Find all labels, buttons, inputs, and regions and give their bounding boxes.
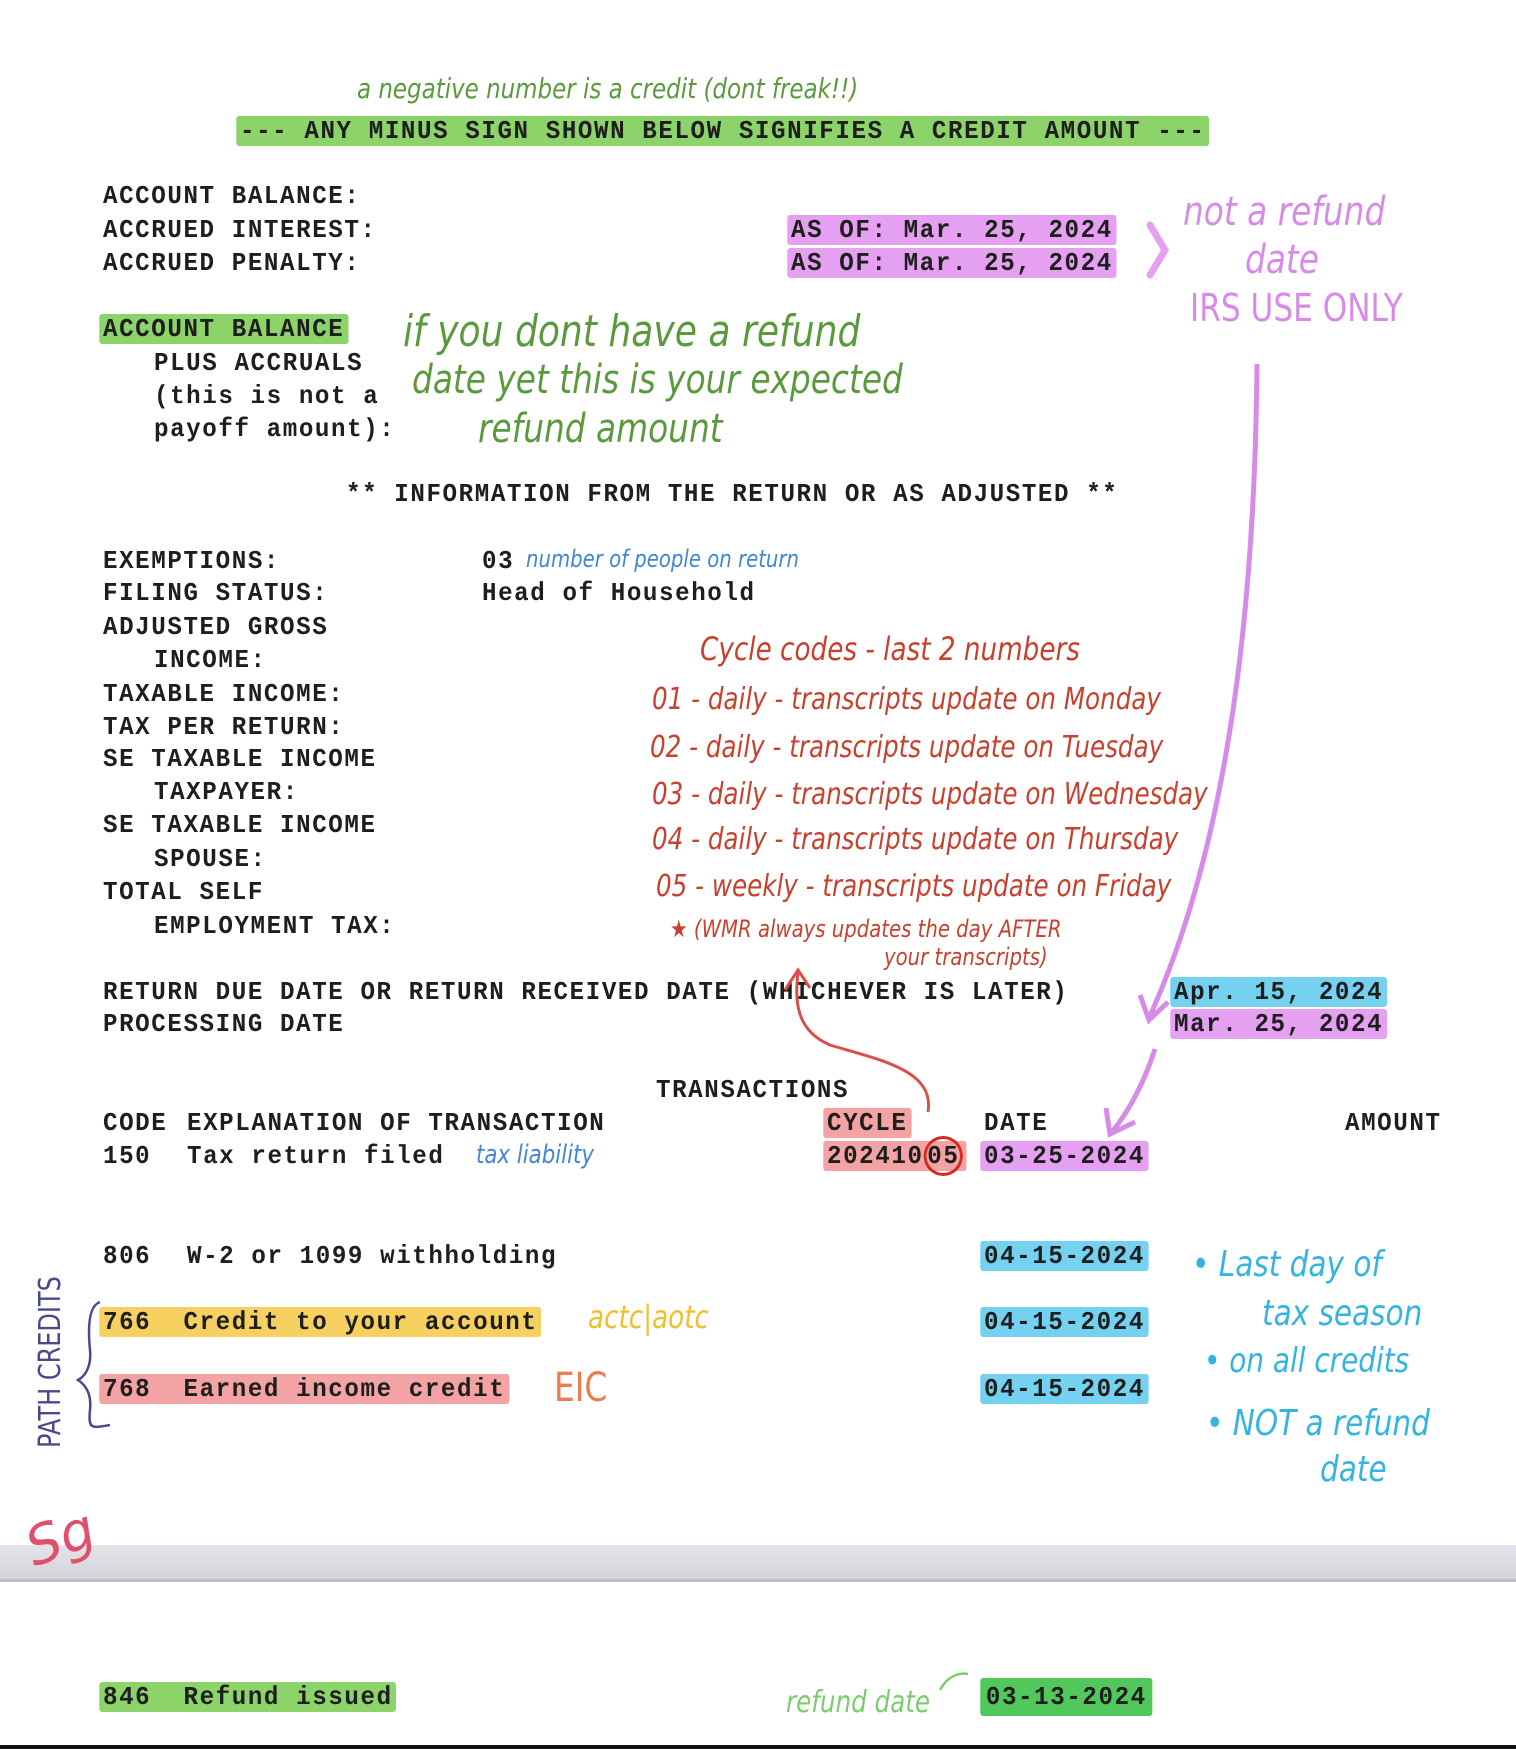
row-date: 04-15-2024: [980, 1307, 1149, 1337]
filing-status-value: Head of Household: [482, 578, 756, 608]
note-people-on-return: number of people on return: [526, 545, 799, 573]
bottom-border: [0, 1745, 1516, 1749]
col-explanation: EXPLANATION OF TRANSACTION: [187, 1108, 606, 1138]
note-expected-refund-1: if you dont have a refund: [403, 306, 861, 357]
note-expected-refund-2: date yet this is your expected: [412, 357, 903, 403]
not-payoff-label: (this is not a: [154, 381, 380, 411]
note-actc-aotc: actc|aotc: [588, 1298, 709, 1336]
col-cycle: CYCLE: [823, 1108, 912, 1138]
info-heading: ** INFORMATION FROM THE RETURN OR AS ADJ…: [346, 479, 1119, 509]
se-spouse-label-2: SPOUSE:: [154, 844, 267, 874]
se-spouse-label: SE TAXABLE INCOME: [103, 810, 377, 840]
account-balance-label: ACCOUNT BALANCE:: [103, 181, 361, 211]
row-code-explanation: 846 Refund issued: [99, 1682, 397, 1712]
accrued-interest-label: ACCRUED INTEREST:: [103, 215, 377, 245]
return-due-label: RETURN DUE DATE OR RETURN RECEIVED DATE …: [103, 977, 1069, 1007]
note-tax-liability: tax liability: [476, 1140, 595, 1170]
note-not-refund-2: date: [1245, 237, 1319, 283]
note-cycle-04: 04 - daily - transcripts update on Thurs…: [652, 822, 1179, 857]
credit-notice: --- ANY MINUS SIGN SHOWN BELOW SIGNIFIES…: [236, 116, 1210, 146]
row-explanation: W-2 or 1099 withholding: [187, 1241, 558, 1271]
se-taxpayer-label: SE TAXABLE INCOME: [103, 744, 377, 774]
accrued-interest-asof: AS OF: Mar. 25, 2024: [787, 215, 1117, 245]
row-date: 03-13-2024: [980, 1678, 1153, 1716]
payoff-amount-label: payoff amount):: [154, 414, 396, 444]
row-code-explanation: 768 Earned income credit: [99, 1374, 510, 1404]
tax-per-return-label: TAX PER RETURN:: [103, 712, 345, 742]
processing-date-label: PROCESSING DATE: [103, 1009, 345, 1039]
accrued-penalty-label: ACCRUED PENALTY:: [103, 248, 361, 278]
row-date: 03-25-2024: [980, 1141, 1149, 1171]
cycle-arrow-icon: [795, 971, 931, 1113]
note-not-refund-1: not a refund: [1183, 189, 1386, 235]
processing-arrow-icon: [1146, 363, 1260, 1020]
note-all-credits: • on all credits: [1204, 1341, 1410, 1381]
balance-plus-accruals-label: ACCOUNT BALANCE: [99, 314, 349, 344]
note-refund-date: refund date: [786, 1685, 930, 1720]
col-code: CODE: [103, 1108, 168, 1138]
accrued-penalty-asof: AS OF: Mar. 25, 2024: [787, 248, 1117, 278]
exemptions-value: 03: [482, 546, 515, 576]
total-se-label-2: EMPLOYMENT TAX:: [154, 911, 396, 941]
processing-date-value: Mar. 25, 2024: [1170, 1009, 1387, 1039]
note-cycle-01: 01 - daily - transcripts update on Monda…: [652, 682, 1161, 717]
refund-date-arrow-icon: [938, 1672, 969, 1691]
note-not-refund-date-2: date: [1320, 1449, 1387, 1490]
note-irs-use-only: IRS USE ONLY: [1190, 286, 1403, 330]
agi-label-2: INCOME:: [154, 645, 267, 675]
row-code: 150: [103, 1141, 152, 1171]
col-date: DATE: [984, 1108, 1049, 1138]
page-divider: [0, 1545, 1516, 1582]
exemptions-label: EXEMPTIONS:: [103, 546, 281, 576]
se-taxpayer-label-2: TAXPAYER:: [154, 777, 299, 807]
bracket-arrow-icon: [1146, 221, 1170, 279]
note-not-refund-date-1: • NOT a refund: [1206, 1403, 1430, 1444]
cycle-suffix-circled: 05: [923, 1136, 964, 1176]
row-explanation: Tax return filed: [187, 1141, 445, 1171]
row-date: 04-15-2024: [980, 1241, 1149, 1271]
note-eic: EIC: [554, 1365, 608, 1411]
note-cycle-02: 02 - daily - transcripts update on Tuesd…: [650, 730, 1164, 765]
row-date: 04-15-2024: [980, 1374, 1149, 1404]
taxable-income-label: TAXABLE INCOME:: [103, 679, 345, 709]
date-arrow-icon: [1110, 1048, 1158, 1134]
note-cycle-05: 05 - weekly - transcripts update on Frid…: [656, 869, 1172, 904]
note-last-day-1: • Last day of: [1192, 1244, 1382, 1285]
note-expected-refund-3: refund amount: [478, 406, 723, 452]
path-credits-brace-icon: [75, 1300, 111, 1429]
note-last-day-2: tax season: [1262, 1293, 1423, 1334]
filing-status-label: FILING STATUS:: [103, 578, 329, 608]
transactions-heading: TRANSACTIONS: [656, 1075, 850, 1105]
plus-accruals-label: PLUS ACCRUALS: [154, 348, 364, 378]
col-amount: AMOUNT: [1345, 1108, 1442, 1138]
agi-label: ADJUSTED GROSS: [103, 612, 329, 642]
note-wmr-2: your transcripts): [884, 943, 1048, 971]
total-se-label: TOTAL SELF: [103, 877, 264, 907]
return-due-value: Apr. 15, 2024: [1170, 977, 1387, 1007]
row-code: 806: [103, 1241, 152, 1271]
note-cycle-title: Cycle codes - last 2 numbers: [700, 630, 1080, 668]
row-code-explanation: 766 Credit to your account: [99, 1307, 542, 1337]
note-wmr: ★ (WMR always updates the day AFTER: [670, 915, 1062, 943]
note-cycle-03: 03 - daily - transcripts update on Wedne…: [652, 777, 1208, 812]
note-negative-credit: a negative number is a credit (dont frea…: [357, 72, 859, 105]
